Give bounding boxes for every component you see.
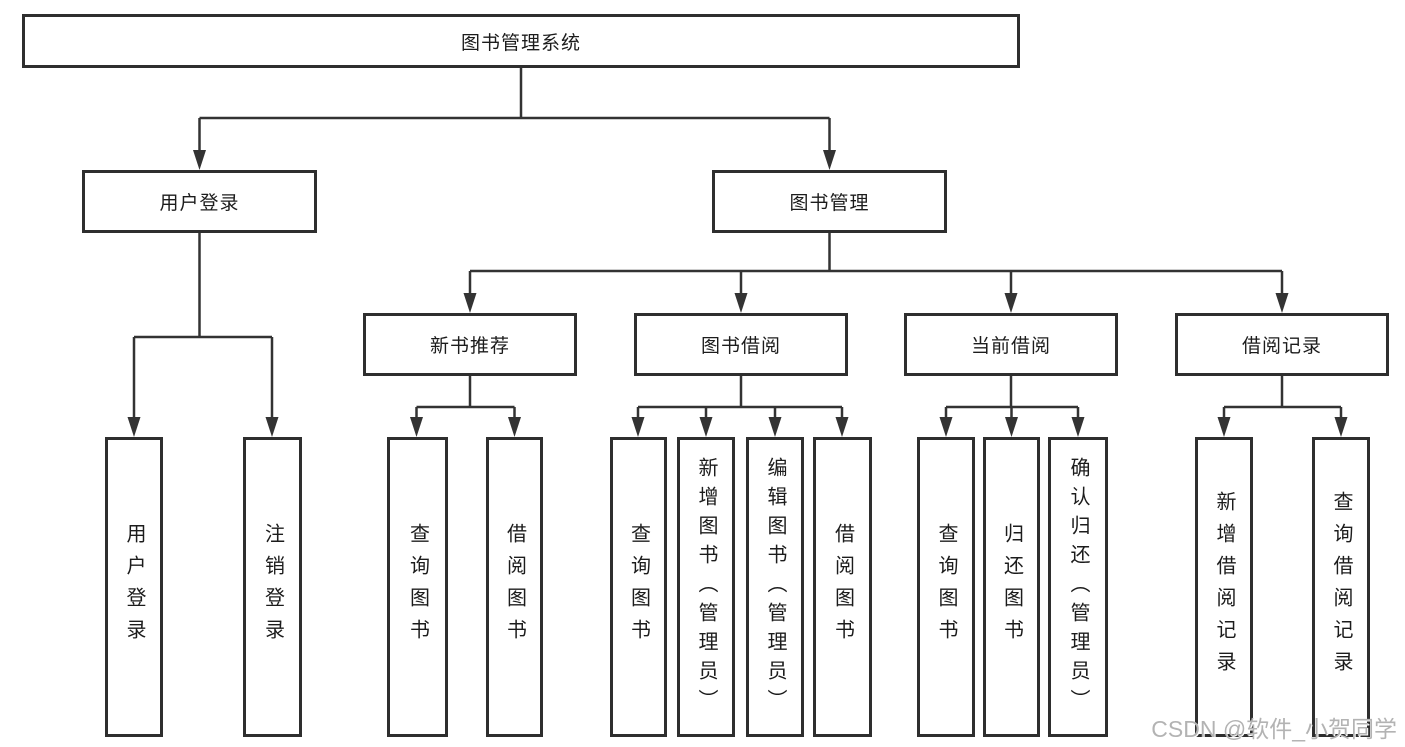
leaf-user-login: 用户登录	[105, 437, 163, 737]
connector-root-to-level2	[193, 68, 836, 170]
node-label: 查询图书	[627, 523, 650, 651]
leaf-query-borrow-record: 查询借阅记录	[1312, 437, 1370, 737]
leaf-add-books-admin: 新增图书（管理员）	[677, 437, 735, 737]
node-book-management: 图书管理	[712, 170, 947, 233]
leaf-query-books-borrow: 查询图书	[610, 437, 667, 737]
node-label: 新书推荐	[429, 336, 510, 357]
node-label: 用户登录	[123, 523, 145, 651]
node-label: 查询图书	[406, 523, 429, 651]
node-user-login: 用户登录	[82, 170, 317, 233]
node-label: 图书借阅	[700, 336, 781, 357]
leaf-add-borrow-record: 新增借阅记录	[1195, 437, 1253, 737]
leaf-return-books: 归还图书	[983, 437, 1040, 737]
node-label: 借阅图书	[503, 523, 526, 651]
node-label: 编辑图书（管理员）	[764, 456, 786, 718]
connector-current-to-leaves	[939, 376, 1085, 437]
node-label: 图书管理系统	[460, 32, 581, 54]
node-label: 新增借阅记录	[1213, 491, 1235, 683]
leaf-query-books-current: 查询图书	[917, 437, 975, 737]
node-label: 图书管理	[789, 193, 870, 214]
node-current-borrowing: 当前借阅	[904, 313, 1118, 376]
leaf-confirm-return-admin: 确认归还（管理员）	[1048, 437, 1108, 737]
leaf-logout: 注销登录	[243, 437, 302, 737]
node-label: 注销登录	[261, 523, 284, 651]
node-book-borrowing: 图书借阅	[634, 313, 848, 376]
connector-records-to-leaves	[1217, 376, 1348, 437]
node-label: 查询借阅记录	[1330, 491, 1352, 683]
node-library-management-system: 图书管理系统	[22, 14, 1020, 68]
node-label: 借阅记录	[1241, 336, 1322, 357]
node-new-book-recommendation: 新书推荐	[363, 313, 577, 376]
node-borrowing-records: 借阅记录	[1175, 313, 1389, 376]
leaf-query-books-recommend: 查询图书	[387, 437, 448, 737]
node-label: 查询图书	[935, 523, 957, 651]
leaf-borrow-books-recommend: 借阅图书	[486, 437, 543, 737]
node-label: 借阅图书	[831, 523, 854, 651]
connector-bookmgmt-to-level3	[463, 233, 1289, 313]
connector-login-to-leaves	[127, 233, 279, 437]
leaf-borrow-books: 借阅图书	[813, 437, 872, 737]
node-label: 用户登录	[159, 193, 240, 214]
node-label: 新增图书（管理员）	[695, 456, 717, 718]
node-label: 归还图书	[1000, 523, 1023, 651]
node-label: 当前借阅	[970, 336, 1051, 357]
node-label: 确认归还（管理员）	[1067, 456, 1089, 718]
connector-borrow-to-leaves	[631, 376, 849, 437]
leaf-edit-books-admin: 编辑图书（管理员）	[746, 437, 804, 737]
connector-newbook-to-leaves	[410, 376, 521, 437]
